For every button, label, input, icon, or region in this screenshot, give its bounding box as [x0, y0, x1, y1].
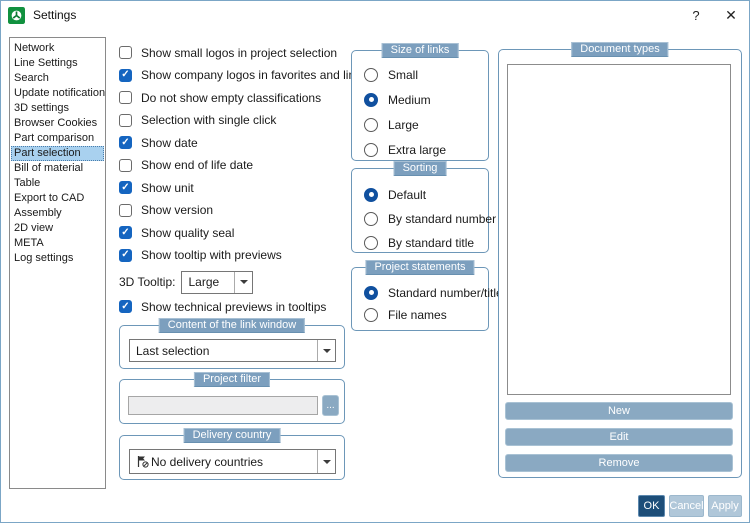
checkbox-label: Show tooltip with previews — [141, 248, 282, 262]
cancel-button[interactable]: Cancel — [669, 495, 704, 517]
sidebar-item-network[interactable]: Network — [14, 42, 55, 54]
checkbox-show-version[interactable] — [119, 203, 132, 217]
group-title: Sorting — [393, 161, 447, 176]
checkbox-label: Show version — [141, 203, 214, 217]
checkbox-show-end-of-life-date[interactable] — [119, 158, 132, 172]
group-title: Content of the link window — [158, 318, 306, 333]
3d-tooltip-value: Large — [188, 275, 220, 289]
project-filter-field[interactable] — [128, 396, 318, 415]
radio-label: Standard number/title — [388, 285, 503, 300]
radio-sort-standard-number[interactable] — [364, 211, 378, 226]
delivery-country-text: No delivery countries — [151, 454, 264, 469]
checkbox-label: Show technical previews in tooltips — [141, 299, 327, 314]
checkbox-show-unit[interactable] — [119, 181, 132, 194]
group-sorting: Sorting Default By standard number By st… — [351, 161, 496, 253]
window-title: Settings — [33, 8, 77, 22]
checkbox-label: Show company logos in favorites and link… — [141, 68, 368, 82]
checkbox-show-small-logos[interactable] — [119, 46, 132, 59]
radio-sort-standard-title[interactable] — [364, 235, 378, 250]
help-button[interactable]: ? — [692, 7, 700, 23]
radio-sort-default[interactable] — [364, 187, 378, 202]
radio-file-names[interactable] — [364, 307, 378, 322]
chevron-down-icon[interactable] — [317, 450, 335, 473]
app-logo-icon — [8, 6, 25, 24]
sidebar-item-export-to-cad[interactable]: Export to CAD — [14, 192, 85, 204]
sidebar-item-log-settings[interactable]: Log settings — [14, 252, 74, 264]
checkbox-label: Selection with single click — [141, 113, 277, 127]
checkbox-no-empty-classifications[interactable] — [119, 91, 132, 104]
sidebar-item-meta[interactable]: META — [14, 237, 44, 249]
radio-size-extra-large[interactable] — [364, 142, 378, 157]
document-types-list[interactable] — [507, 64, 731, 395]
sidebar-item-part-comparison[interactable]: Part comparison — [14, 132, 95, 144]
sidebar-item-part-selection[interactable]: Part selection — [11, 146, 104, 161]
remove-button[interactable]: Remove — [505, 454, 733, 472]
group-title: Project statements — [365, 260, 475, 275]
radio-label: Extra large — [388, 142, 447, 157]
checkbox-label: Show small logos in project selection — [141, 45, 338, 60]
radio-standard-number-title[interactable] — [364, 285, 378, 300]
group-title: Size of links — [381, 43, 459, 58]
radio-label: Small — [388, 67, 419, 82]
group-title: Project filter — [193, 372, 271, 387]
group-project-filter: Project filter ... — [119, 372, 345, 424]
checkbox-label: Show quality seal — [141, 225, 235, 240]
radio-size-medium[interactable] — [364, 92, 378, 107]
edit-button[interactable]: Edit — [505, 428, 733, 446]
radio-label: Large — [388, 117, 419, 132]
settings-category-list: Network Line Settings Search Update noti… — [9, 37, 106, 489]
no-flag-icon — [137, 456, 149, 468]
chevron-down-icon[interactable] — [234, 271, 252, 293]
sidebar-item-update-notification[interactable]: Update notification — [14, 87, 106, 99]
checkbox-single-click-selection[interactable] — [119, 113, 132, 127]
group-size-of-links: Size of links Small Medium Large Extra l… — [351, 43, 489, 161]
checkbox-show-technical-previews[interactable] — [119, 300, 132, 313]
radio-label: Default — [388, 187, 427, 202]
checkbox-show-tooltip-previews[interactable] — [119, 248, 132, 262]
group-project-statements: Project statements Standard number/title… — [351, 260, 503, 331]
project-filter-browse-button[interactable]: ... — [322, 395, 339, 416]
checkbox-label: Do not show empty classifications — [141, 90, 322, 105]
3d-tooltip-select[interactable]: Large — [181, 270, 254, 294]
checkbox-label: Show date — [141, 135, 198, 150]
group-document-types: Document types New Edit Remove — [498, 42, 742, 478]
group-link-window: Content of the link window Last selectio… — [119, 318, 345, 369]
new-button[interactable]: New — [505, 402, 733, 420]
sidebar-item-browser-cookies[interactable]: Browser Cookies — [14, 117, 98, 129]
checkbox-label: Show end of life date — [141, 158, 254, 172]
apply-button[interactable]: Apply — [708, 495, 742, 517]
group-title: Document types — [571, 42, 669, 57]
checkbox-show-company-logos[interactable] — [119, 68, 132, 82]
checkbox-label: Show unit — [141, 180, 194, 195]
checkbox-show-date[interactable] — [119, 136, 132, 149]
titlebar: Settings ? ✕ — [1, 1, 749, 29]
group-delivery-country: Delivery country No delivery countries — [119, 428, 345, 480]
link-window-select[interactable]: Last selection — [129, 339, 336, 362]
radio-label: File names — [388, 307, 447, 322]
close-icon[interactable]: ✕ — [725, 6, 737, 23]
delivery-country-value: No delivery countries — [130, 450, 317, 473]
radio-label: Medium — [388, 92, 431, 107]
sidebar-item-search[interactable]: Search — [14, 72, 49, 84]
sidebar-item-assembly[interactable]: Assembly — [14, 207, 62, 219]
part-selection-options: Show small logos in project selection Sh… — [119, 45, 367, 322]
radio-label: By standard title — [388, 235, 475, 250]
sidebar-item-bill-of-material[interactable]: Bill of material — [14, 162, 84, 174]
delivery-country-select[interactable]: No delivery countries — [129, 449, 336, 474]
sidebar-item-2d-view[interactable]: 2D view — [14, 222, 54, 234]
sidebar-item-table[interactable]: Table — [14, 177, 41, 189]
radio-label: By standard number — [388, 211, 497, 226]
radio-size-small[interactable] — [364, 67, 378, 82]
ok-button[interactable]: OK — [638, 495, 665, 517]
group-title: Delivery country — [183, 428, 281, 443]
checkbox-show-quality-seal[interactable] — [119, 226, 132, 239]
sidebar-item-3d-settings[interactable]: 3D settings — [14, 102, 70, 114]
3d-tooltip-label: 3D Tooltip: — [119, 275, 176, 289]
chevron-down-icon[interactable] — [317, 340, 335, 361]
sidebar-item-line-settings[interactable]: Line Settings — [14, 57, 78, 69]
radio-size-large[interactable] — [364, 117, 378, 132]
link-window-value: Last selection — [136, 343, 210, 358]
